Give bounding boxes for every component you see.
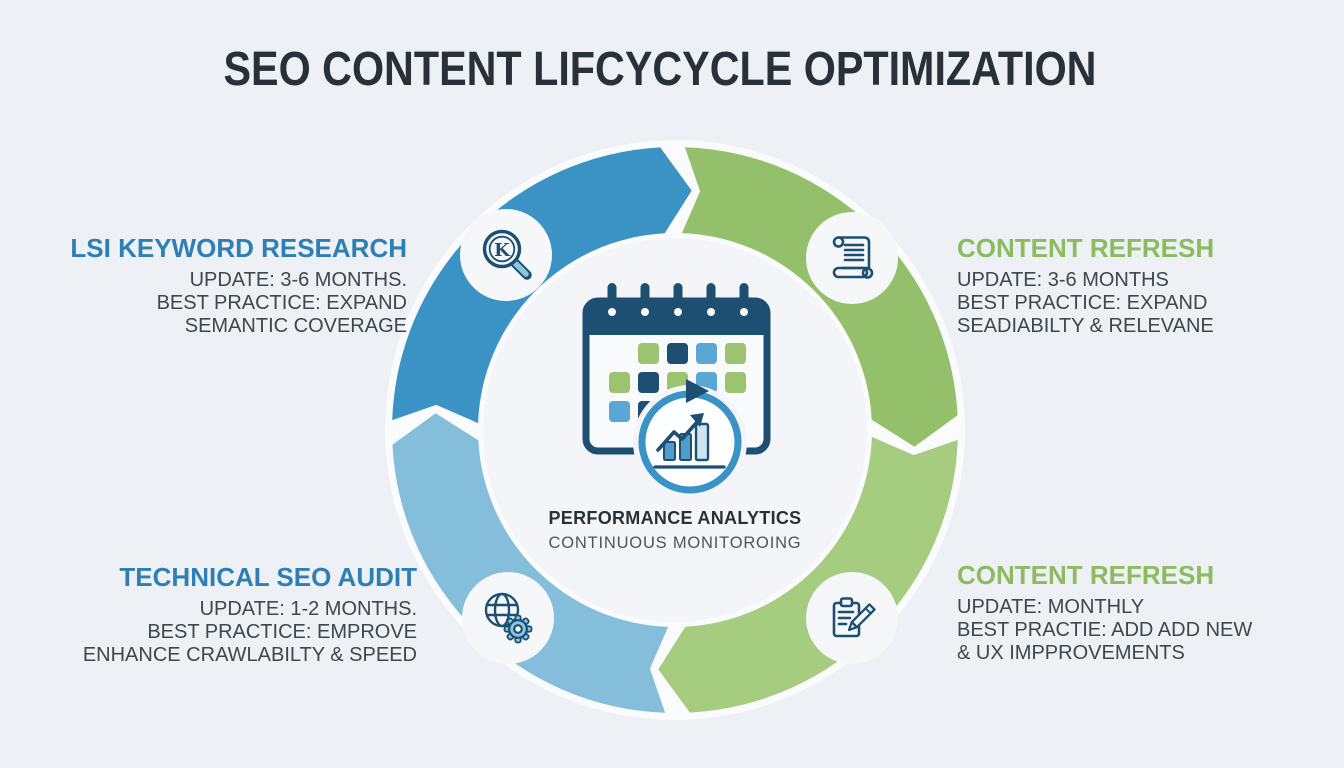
quadrant-line: SEMANTIC COVERAGE xyxy=(184,315,407,337)
center-subtitle: CONTINUOUS MONITOROING xyxy=(548,534,802,552)
badge-content-refresh-bottom xyxy=(806,572,898,664)
quadrant-line: BEST PRACTICE: EXPAND xyxy=(156,292,407,314)
quadrant-line: BEST PRACTICE: EXPAND xyxy=(957,292,1208,314)
cycle-segment-content-refresh-bottom xyxy=(658,436,958,713)
badge-content-refresh-top xyxy=(806,212,898,304)
quadrant-line: SEADIABILTY & RELEVANE xyxy=(957,315,1214,337)
cycle-segment-technical-audit xyxy=(392,413,669,713)
cycle-segment-keyword-research xyxy=(392,147,692,424)
quadrant-title: CONTENT REFRESH xyxy=(957,560,1215,590)
badge-circle xyxy=(806,572,898,664)
gear-icon xyxy=(503,614,533,644)
calendar-rings xyxy=(603,283,753,321)
magnifier-letter: K xyxy=(494,240,511,261)
badge-technical-audit xyxy=(462,572,554,664)
page-title: SEO CONTENT LIFCYCYCLE OPTIMIZATION xyxy=(223,43,1097,96)
quadrant-lsi-keyword-research: LSI KEYWORD RESEARCH UPDATE: 3-6 MONTHS.… xyxy=(70,233,407,338)
quadrant-title: LSI KEYWORD RESEARCH xyxy=(70,233,407,263)
quadrant-content-refresh-bottom: CONTENT REFRESH UPDATE: MONTHLY BEST PRA… xyxy=(957,560,1252,665)
center-caption: PERFORMANCE ANALYTICS CONTINUOUS MONITOR… xyxy=(455,508,895,553)
clipboard-pencil-icon xyxy=(832,597,876,638)
quadrant-content-refresh-top: CONTENT REFRESH UPDATE: 3-6 MONTHS BEST … xyxy=(957,233,1214,338)
calendar-analytics-icon xyxy=(582,283,771,499)
quadrant-line: UPDATE: 3-6 MONTHS. xyxy=(189,269,407,291)
quadrant-line: ENHANCE CRAWLABILTY & SPEED xyxy=(82,644,417,666)
globe-gear-icon xyxy=(484,592,533,644)
quadrant-line: BEST PRACTIE: ADD ADD NEW xyxy=(957,619,1253,641)
center-title: PERFORMANCE ANALYTICS xyxy=(548,508,802,528)
badge-keyword-research: K xyxy=(460,209,552,301)
quadrant-line: UPDATE: 3-6 MONTHS xyxy=(957,269,1169,291)
cycle-play-arrow xyxy=(686,379,709,403)
quadrant-title: CONTENT REFRESH xyxy=(957,233,1215,263)
analytics-circle-icon xyxy=(633,379,747,499)
keyword-magnifier-icon: K xyxy=(482,229,532,280)
scroll-document-icon xyxy=(832,236,874,279)
quadrant-line: BEST PRACTICE: EMPROVE xyxy=(147,621,417,643)
cycle-segment-content-refresh-top xyxy=(681,147,958,447)
quadrant-technical-seo-audit: TECHNICAL SEO AUDIT UPDATE: 1-2 MONTHS. … xyxy=(83,562,417,667)
quadrant-title: TECHNICAL SEO AUDIT xyxy=(119,562,417,592)
badge-circle xyxy=(806,212,898,304)
quadrant-line: UPDATE: MONTHLY xyxy=(957,596,1145,618)
quadrant-line: & UX IMPPROVEMENTS xyxy=(957,642,1185,664)
quadrant-line: UPDATE: 1-2 MONTHS. xyxy=(199,598,417,620)
